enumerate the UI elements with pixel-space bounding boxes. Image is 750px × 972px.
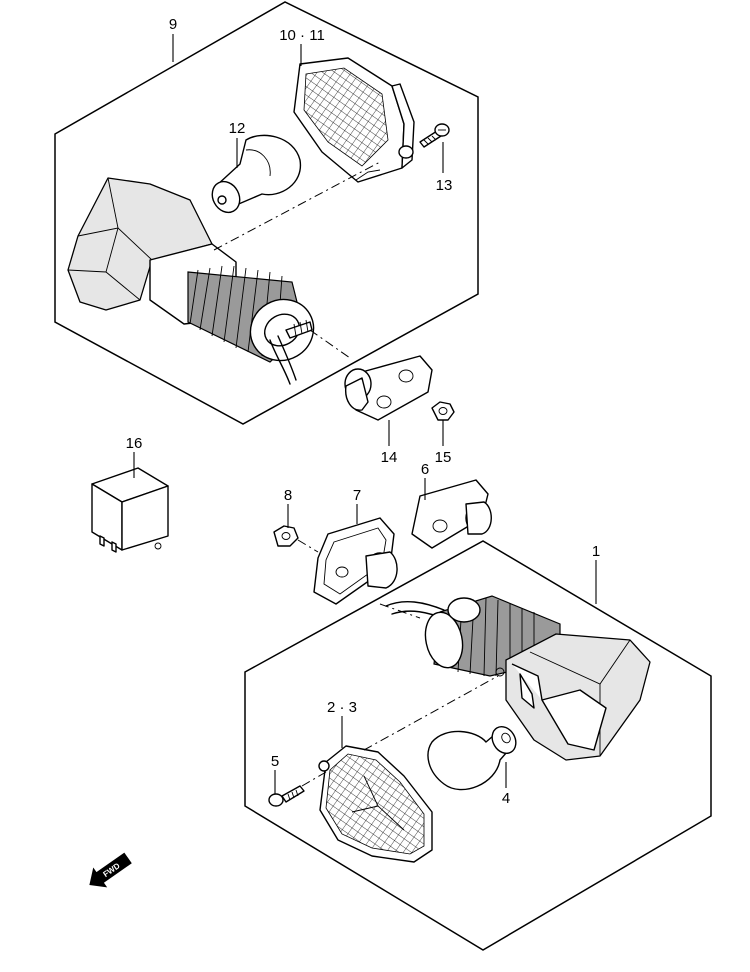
fwd-arrow-icon: FWD (89, 852, 132, 888)
housing-lower (495, 633, 651, 761)
nut-part-15 (431, 401, 455, 421)
callout-13: 13 (436, 177, 453, 194)
screw-part-13 (419, 123, 450, 148)
lower-turn-signal-assembly (244, 540, 712, 951)
screw-part-5 (268, 785, 305, 807)
upper-turn-signal-assembly (54, 1, 479, 425)
wire-lower-1 (385, 600, 445, 611)
callout-5: 5 (271, 753, 279, 770)
callout-7: 7 (353, 487, 361, 504)
alignment-line-lower-wire (379, 603, 421, 619)
callout-15: 15 (435, 449, 452, 466)
stalk-bellows-upper (187, 265, 315, 385)
callout-numbers: 9 10 · 11 12 13 14 15 16 8 7 6 1 2 · 3 5… (126, 16, 601, 807)
callout-2-3: 2 · 3 (327, 699, 357, 716)
relay-part-16 (91, 467, 169, 553)
callout-1: 1 (592, 543, 600, 560)
bulb-part-12 (211, 134, 302, 214)
alignment-line-lower-2 (301, 771, 327, 787)
callout-12: 12 (229, 120, 246, 137)
lens-part-2-3 (318, 745, 433, 863)
callout-9: 9 (169, 16, 177, 33)
assembly-1-boundary (244, 540, 712, 951)
leader-lines (133, 34, 597, 794)
alignment-line-lower-1 (363, 675, 499, 751)
callout-16: 16 (126, 435, 143, 452)
callout-4: 4 (502, 790, 510, 807)
alignment-line-upper-1 (213, 161, 381, 251)
nut-part-8 (273, 525, 299, 547)
assembly-9-boundary (54, 1, 479, 425)
alignment-line-middle (297, 539, 319, 553)
rubber-grommet-part-7 (313, 517, 398, 605)
callout-10-11: 10 · 11 (279, 27, 325, 44)
mounting-plate-part-14 (344, 355, 433, 421)
mounting-plate-part-6 (411, 479, 492, 549)
callout-8: 8 (284, 487, 292, 504)
alignment-line-upper-2 (309, 329, 351, 359)
bulb-part-4 (427, 725, 517, 791)
callout-14: 14 (381, 449, 398, 466)
lens-part-10-11 (293, 57, 415, 183)
callout-6: 6 (421, 461, 429, 478)
